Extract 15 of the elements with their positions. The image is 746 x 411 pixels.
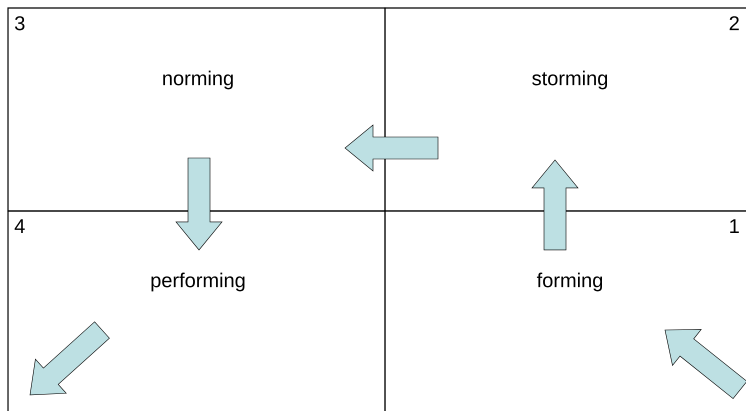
quadrant — [384, 210, 746, 411]
block-arrow — [531, 160, 579, 250]
stage-label: storming — [532, 70, 608, 90]
quadrant-number: 3 — [14, 16, 24, 30]
quadrant — [384, 7, 746, 212]
stage-label: performing — [152, 272, 244, 292]
quadrant — [7, 210, 386, 411]
block-arrow — [344, 124, 438, 172]
quadrant — [7, 7, 386, 212]
block-arrow — [175, 158, 223, 250]
quadrant-number: 2 — [730, 16, 739, 30]
stage-label: norming — [163, 70, 233, 90]
stage-label: forming — [536, 272, 602, 292]
quadrant-number: 4 — [14, 219, 25, 233]
quadrant-number: 1 — [730, 219, 739, 233]
